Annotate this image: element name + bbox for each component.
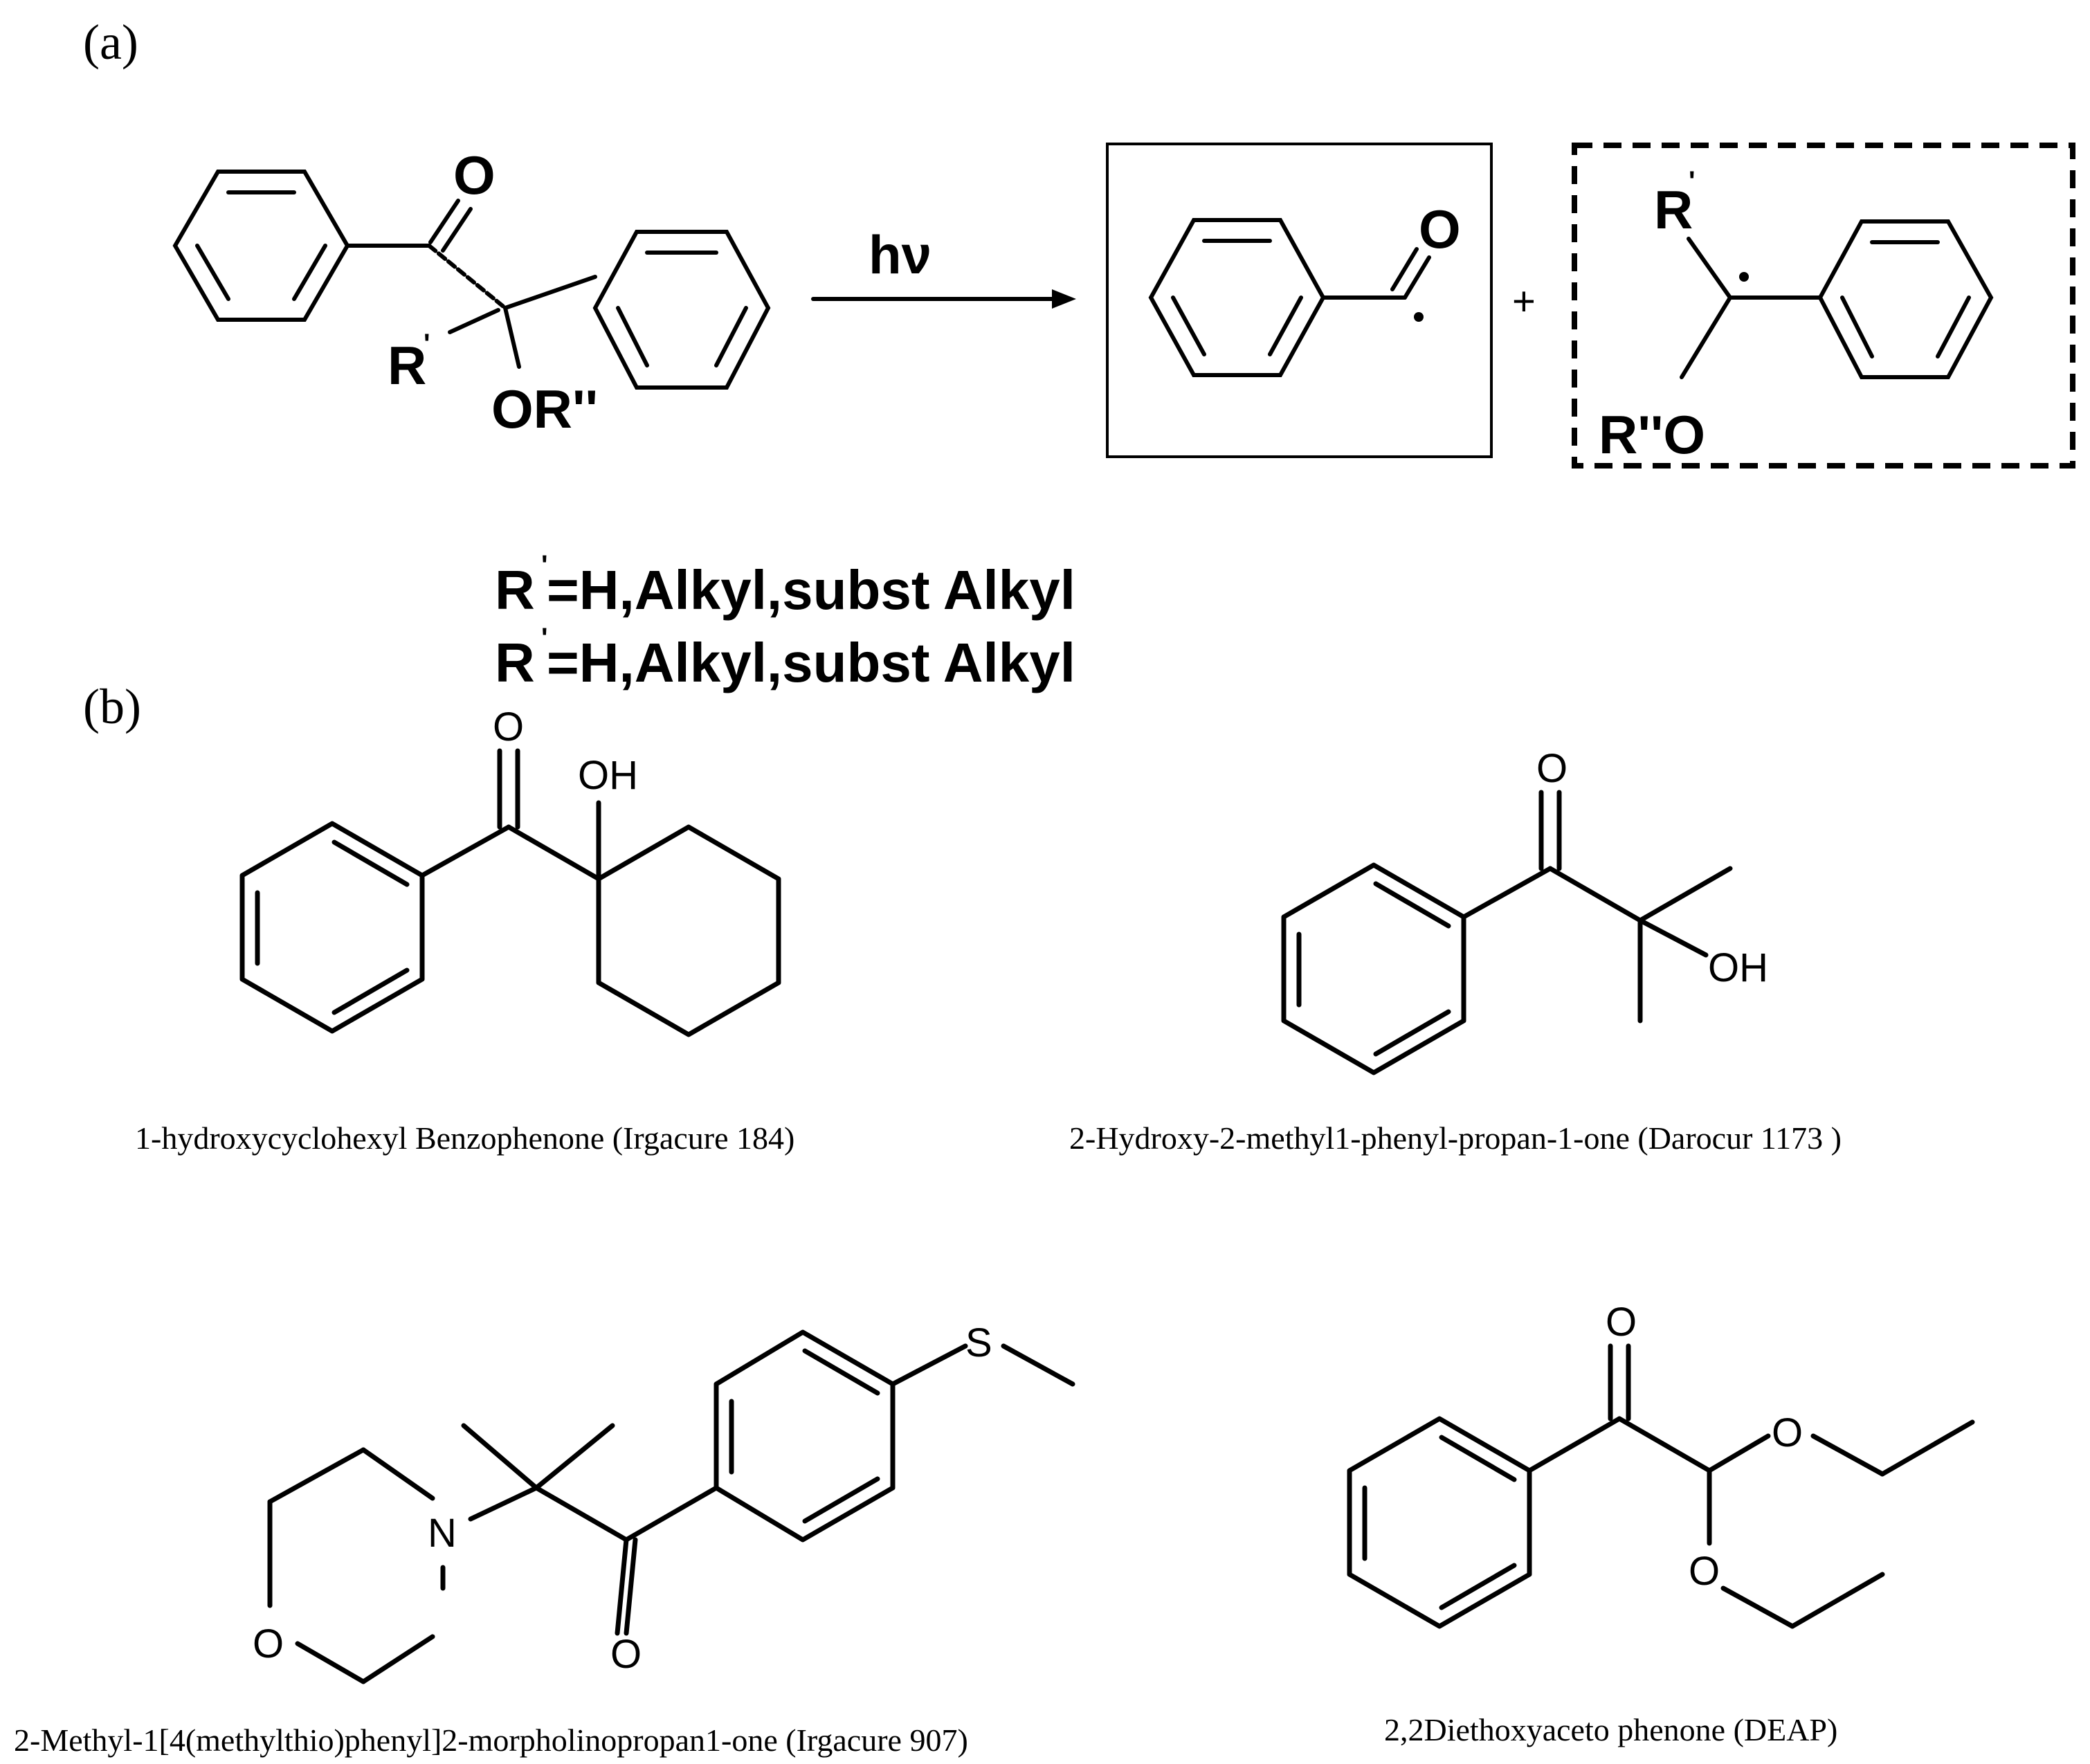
compound-darocur-1173: O OH 2-Hydroxy-2-methyl1-phenyl-propan-1…: [1069, 746, 1842, 1156]
reactant-right-phenyl: [592, 230, 771, 390]
c4-carbonyl-o: O: [1606, 1300, 1637, 1345]
radical-dot-1: [1414, 312, 1424, 322]
product2-r1-prime: ': [1689, 166, 1696, 197]
r-definition-2-prime: ': [541, 623, 548, 653]
c1-hydroxyl: OH: [578, 753, 638, 798]
product-alkyl-radical: R ' R''O: [1572, 143, 2075, 469]
reaction-condition: hν: [869, 224, 932, 285]
product2-ro: R''O: [1599, 404, 1705, 465]
panel-label-b: (b): [83, 679, 141, 734]
c2-carbonyl-o: O: [1536, 746, 1568, 791]
radical-dot-2: [1739, 272, 1749, 282]
c4-ether-o1: O: [1772, 1410, 1803, 1455]
product-benzoyl-radical: O: [1106, 143, 1493, 458]
reactant-r1-prime: ': [424, 329, 430, 359]
c2-hydroxyl: OH: [1708, 945, 1768, 990]
caption-deap: 2,2Diethoxyaceto phenone (DEAP): [1384, 1712, 1837, 1747]
r-definition-2-text: =H,Alkyl,subst Alkyl: [547, 632, 1075, 693]
reactant-or2: OR'': [491, 379, 598, 439]
c3-sulfur: S: [965, 1320, 992, 1365]
product2-r1: R: [1654, 179, 1693, 240]
r-definition-1-prime: ': [541, 550, 548, 581]
product2-box: [1572, 143, 2075, 469]
r-definition-1-symbol: R: [495, 559, 535, 621]
product1-box: [1106, 143, 1493, 458]
product1-o: O: [1419, 199, 1461, 260]
c3-carbonyl-o: O: [610, 1632, 642, 1677]
caption-irgacure-907: 2-Methyl-1[4(methylthio)phenyl]2-morphol…: [14, 1722, 968, 1758]
compound-irgacure-184: O OH 1-hydroxycyclohexyl Benzophenone (I…: [135, 704, 794, 1156]
r-definition-1-text: =H,Alkyl,subst Alkyl: [547, 559, 1075, 621]
reactant-left-phenyl: [172, 170, 350, 322]
r-definitions: R ' =H,Alkyl,subst Alkyl R ' =H,Alkyl,su…: [495, 550, 1075, 693]
reactant-r1: R: [388, 335, 426, 396]
c1-carbonyl-o: O: [493, 704, 524, 749]
reactant-carbonyl-o: O: [453, 145, 496, 206]
c4-ether-o2: O: [1689, 1549, 1720, 1594]
c3-ring-oxygen: O: [253, 1621, 284, 1666]
reaction-arrow: hν: [811, 224, 1076, 309]
panel-label-a: (a): [83, 15, 138, 70]
caption-irgacure-184: 1-hydroxycyclohexyl Benzophenone (Irgacu…: [135, 1120, 794, 1156]
caption-darocur-1173: 2-Hydroxy-2-methyl1-phenyl-propan-1-one …: [1069, 1120, 1842, 1156]
compound-irgacure-907: S N O O 2-Methyl-1[4(methylthio)phenyl]2…: [14, 1320, 1075, 1758]
reaction-plus: +: [1512, 279, 1536, 324]
c3-nitrogen: N: [428, 1511, 457, 1556]
r-definition-2-symbol: R: [495, 632, 535, 693]
reactant-structure: O R ' OR'': [172, 145, 771, 439]
compound-deap: O O O 2,2Diethoxyaceto phenone (DEAP): [1347, 1300, 1975, 1747]
